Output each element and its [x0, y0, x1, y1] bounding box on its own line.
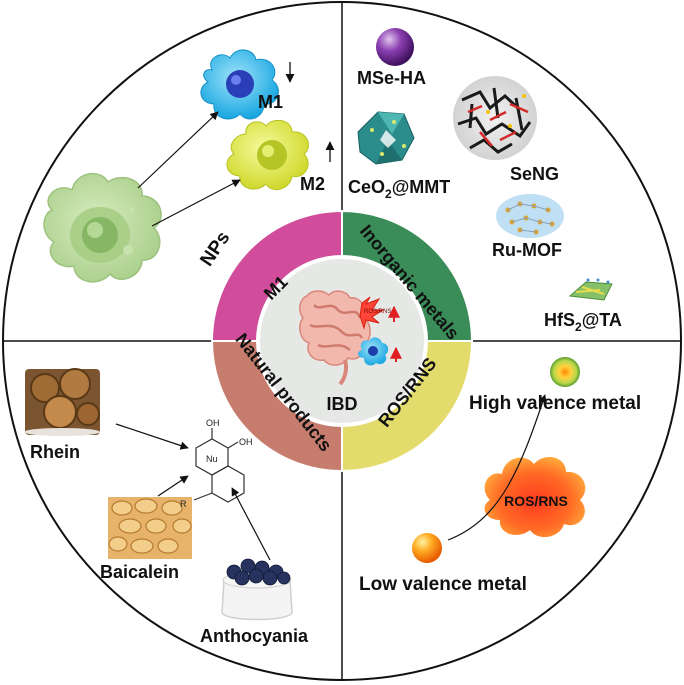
valence-arrow	[447, 394, 547, 541]
high-valence-label: High valence metal	[469, 393, 641, 414]
svg-text:ROS/RNS: ROS/RNS	[364, 309, 391, 315]
baicalein-photo	[108, 497, 192, 559]
macrophage-large	[43, 172, 162, 283]
seng-label: SeNG	[510, 164, 559, 184]
structure-r: R	[180, 499, 187, 509]
arrow-to-m2	[151, 179, 241, 227]
ceo2-mmt-label: CeO2@MMT	[348, 177, 450, 201]
center-label-ibd: IBD	[327, 394, 358, 414]
macrophage-small-icon	[358, 337, 389, 366]
blueberry-bowl-photo	[221, 558, 293, 621]
rhein-photo	[24, 368, 100, 436]
m2-macrophage-icon	[226, 119, 309, 191]
hfs2-ta-label: HfS2@TA	[544, 310, 622, 334]
structure-oh1: OH	[206, 418, 220, 428]
ceo2-mmt-crystal-icon	[357, 111, 415, 165]
ru-mof-label: Ru-MOF	[492, 240, 562, 260]
structure-nu: Nu	[206, 454, 218, 464]
structure-oh2: OH	[239, 437, 253, 447]
hfs2-ta-sheet-icon	[568, 278, 613, 301]
ru-mof-icon	[496, 194, 564, 238]
intestine-illustration: ROS/RNS	[299, 290, 402, 386]
ros-rns-cloud-icon	[484, 457, 586, 538]
arrow-anthocyania	[231, 487, 271, 561]
arrow-baicalein	[157, 475, 189, 497]
arrow-to-m1	[137, 111, 219, 189]
anthocyania-label: Anthocyania	[200, 626, 309, 646]
low-valence-label: Low valence metal	[359, 574, 527, 595]
low-valence-metal-icon	[412, 533, 442, 563]
m1-cell-label: M1	[258, 92, 283, 112]
mse-ha-label: MSe-HA	[357, 68, 426, 88]
central-ring	[210, 209, 474, 473]
seng-network-icon	[453, 76, 537, 160]
m1-macrophage-icon	[200, 49, 279, 120]
chemical-structure: OH OH Nu R	[180, 418, 253, 509]
m2-cell-label: M2	[300, 174, 325, 194]
baicalein-label: Baicalein	[100, 562, 179, 582]
high-valence-metal-icon	[550, 357, 580, 387]
rhein-label: Rhein	[30, 442, 80, 462]
ros-rns-cloud-label: ROS/RNS	[504, 493, 568, 509]
arrow-rhein	[115, 423, 189, 450]
mse-ha-sphere-icon	[376, 28, 414, 66]
